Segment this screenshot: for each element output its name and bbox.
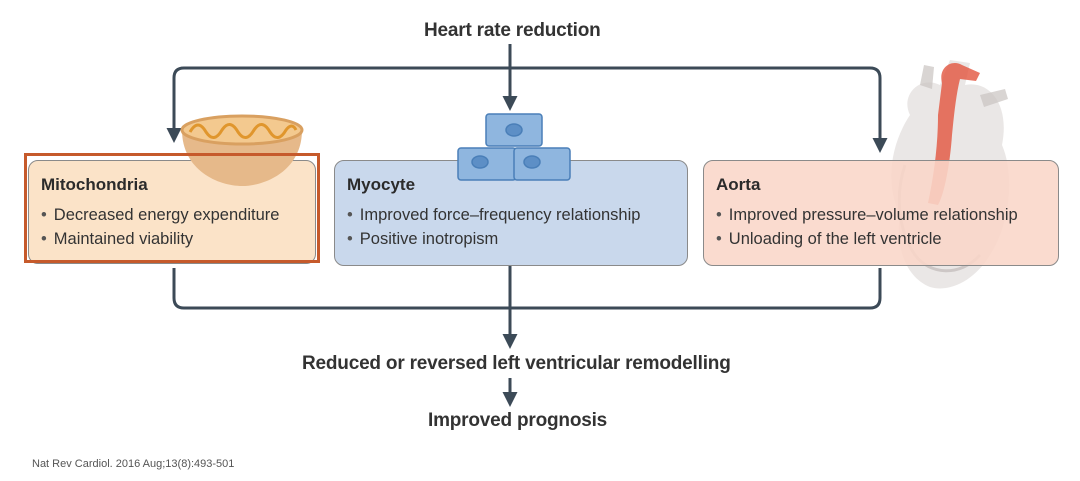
myocyte-title: Myocyte xyxy=(347,175,416,194)
heart-rate-reduction-label: Heart rate reduction xyxy=(424,20,601,41)
myocyte-box: Myocyte Improved force–frequency relatio… xyxy=(334,160,688,266)
mitochondrion-icon xyxy=(180,114,304,186)
mitochondria-title: Mitochondria xyxy=(41,175,148,194)
myocyte-cells-icon xyxy=(457,113,571,181)
myocyte-item: Improved force–frequency relationship xyxy=(347,203,687,227)
highlight-frame xyxy=(24,153,320,263)
citation-text: Nat Rev Cardiol. 2016 Aug;13(8):493-501 xyxy=(32,458,235,470)
aorta-item: Unloading of the left ventricle xyxy=(716,227,1058,251)
arrow-to-mitochondria xyxy=(166,66,510,143)
merge-line-left xyxy=(172,268,510,310)
prognosis-label: Improved prognosis xyxy=(428,410,608,431)
aorta-box: Aorta Improved pressure–volume relations… xyxy=(703,160,1059,266)
merge-line-right xyxy=(510,268,882,310)
mitochondria-item: Maintained viability xyxy=(41,227,315,251)
mitochondria-item: Decreased energy expenditure xyxy=(41,203,315,227)
remodelling-label: Reduced or reversed left ventricular rem… xyxy=(302,353,731,374)
arrow-to-aorta xyxy=(510,66,888,153)
aorta-item: Improved pressure–volume relationship xyxy=(716,203,1058,227)
aorta-title: Aorta xyxy=(716,175,761,194)
myocyte-item: Positive inotropism xyxy=(347,227,687,251)
